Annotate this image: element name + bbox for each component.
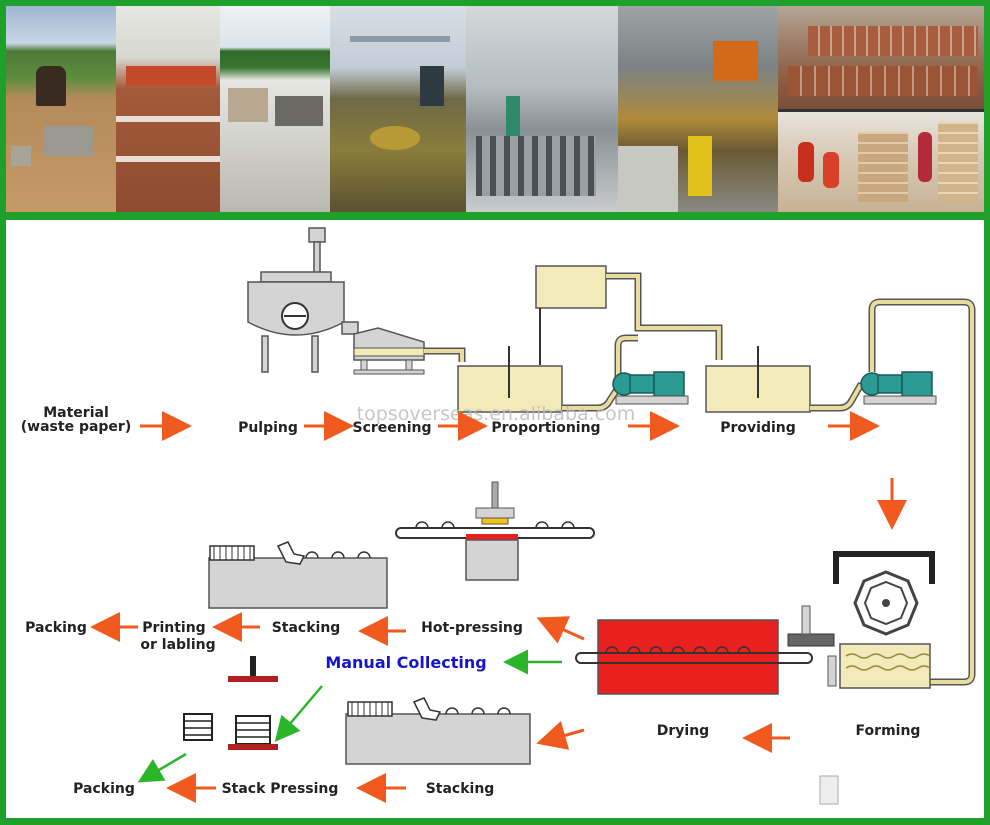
photo-pulping-pool <box>330 6 466 212</box>
label-stacking-top: Stacking <box>272 620 341 636</box>
label-manual-collecting: Manual Collecting <box>325 653 486 672</box>
photo-workshop-building <box>220 6 330 212</box>
stacking-machine-bottom <box>345 697 531 765</box>
dryer-machine <box>575 619 839 805</box>
arrow-drying-stacking <box>536 720 585 750</box>
photo-forming-machine <box>618 6 778 212</box>
pulper-machine <box>247 227 345 373</box>
label-material-line1: Material <box>43 405 109 421</box>
label-printing-line2: or labling <box>140 637 215 653</box>
forming-machine <box>787 551 935 689</box>
proportioning-tank <box>457 346 563 413</box>
pump-1 <box>612 371 689 405</box>
photo-forming-molds <box>466 6 618 212</box>
label-providing: Providing <box>720 420 796 436</box>
process-flow-diagram: topsoverseas.en.alibaba.com Material (wa… <box>6 220 984 818</box>
label-printing-line1: Printing <box>142 620 205 636</box>
label-hot-pressing: Hot-pressing <box>421 620 523 636</box>
photo-brick-kiln <box>778 6 984 109</box>
label-packing-bottom: Packing <box>73 781 135 797</box>
label-stack-pressing: Stack Pressing <box>222 781 339 797</box>
label-material-line2: (waste paper) <box>21 419 131 435</box>
providing-tank <box>705 346 811 413</box>
label-forming: Forming <box>856 723 921 739</box>
label-proportioning: Proportioning <box>491 420 600 436</box>
arrow-manual-stackpress <box>274 685 323 742</box>
photo-packing-workers <box>778 112 984 212</box>
proportioning-hopper <box>535 265 607 365</box>
label-screening: Screening <box>352 420 431 436</box>
screening-machine <box>341 321 425 375</box>
stack-press <box>228 656 278 750</box>
stacking-machine-top <box>208 541 388 609</box>
pump-2 <box>860 371 937 405</box>
photo-construction-site <box>6 6 116 212</box>
watermark: topsoverseas.en.alibaba.com <box>357 403 636 425</box>
label-pulping: Pulping <box>238 420 298 436</box>
hot-press-machine <box>395 481 595 581</box>
arrow-dryer-hotpressing <box>536 616 585 644</box>
egg-tray-stack <box>183 713 213 741</box>
arrow-stack-packing <box>137 752 187 783</box>
photo-strip <box>6 6 984 212</box>
label-packing-top: Packing <box>25 620 87 636</box>
label-stacking-bottom: Stacking <box>426 781 495 797</box>
photo-brick-drying-line <box>116 6 220 212</box>
label-drying: Drying <box>657 723 709 739</box>
